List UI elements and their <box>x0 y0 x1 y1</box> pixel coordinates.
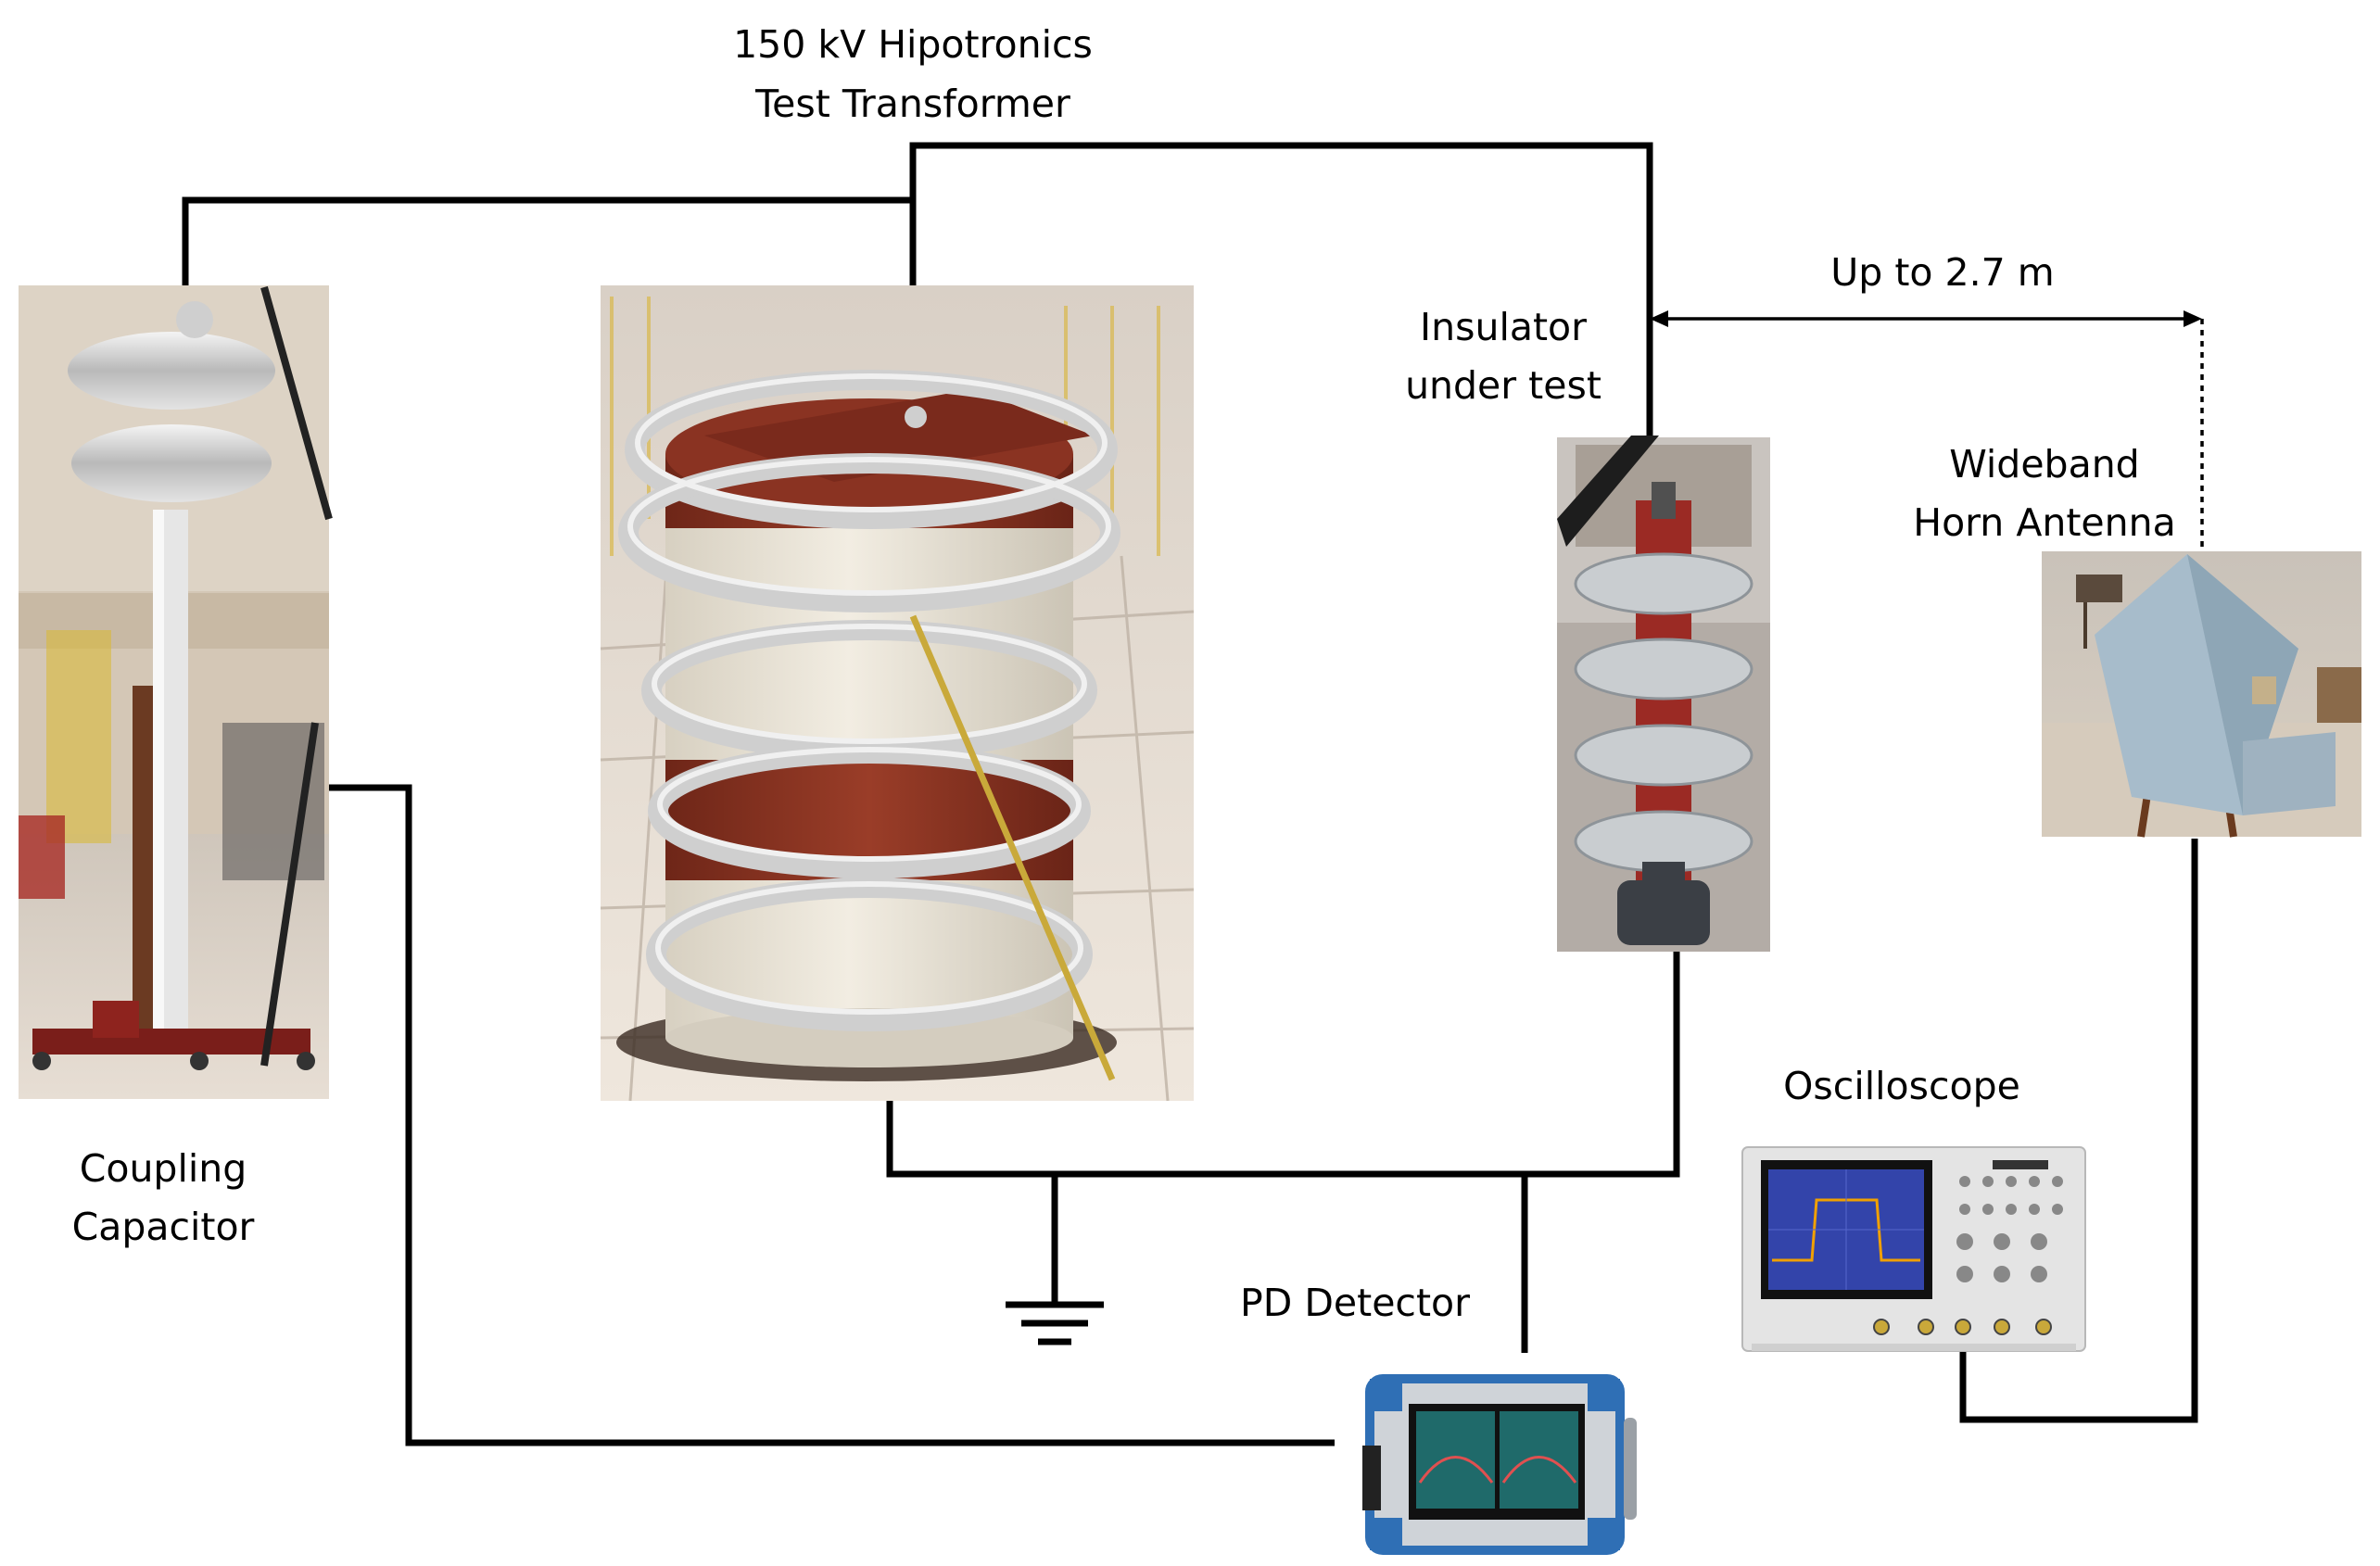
antenna-label-line1: Wideband <box>1949 442 2139 486</box>
wiring <box>182 142 2198 1446</box>
ground-return-wire <box>886 950 1680 1178</box>
oscilloscope-photo <box>1741 1146 2086 1352</box>
distance-label: Up to 2.7 m <box>1830 250 2054 295</box>
antenna-label-line2: Horn Antenna <box>1913 500 2176 545</box>
insulator-label-line2: under test <box>1405 363 1601 408</box>
ground-symbol <box>1006 1301 1104 1345</box>
labels: 150 kV Hipotronics Test Transformer Insu… <box>72 22 2176 1325</box>
oscilloscope-label: Oscilloscope <box>1783 1064 2020 1108</box>
coupling-capacitor-photo <box>19 285 333 1099</box>
pd-detector-label: PD Detector <box>1240 1281 1470 1325</box>
hv-wire-transformer-to-insulator <box>909 142 1653 437</box>
hv-wire-to-coupling-capacitor <box>182 196 913 289</box>
antenna-to-oscilloscope-wire <box>1959 839 2198 1423</box>
transformer-label-line1: 150 kV Hipotronics <box>733 22 1093 67</box>
pd-detector-photo <box>1362 1374 1637 1555</box>
distance-dimension <box>1650 310 2204 547</box>
transformer-photo <box>600 285 1195 1102</box>
coupling-capacitor-label-line1: Coupling <box>80 1146 247 1191</box>
insulator-photo <box>1557 436 1770 952</box>
coupling-to-pd-wire <box>329 784 1335 1446</box>
coupling-capacitor-label-line2: Capacitor <box>72 1205 255 1249</box>
distance-arrowhead-right <box>2184 310 2202 327</box>
insulator-label-line1: Insulator <box>1420 305 1587 349</box>
transformer-label-line2: Test Transformer <box>754 82 1070 126</box>
distance-arrowhead-left <box>1650 310 1668 327</box>
horn-antenna-photo <box>2042 551 2361 838</box>
